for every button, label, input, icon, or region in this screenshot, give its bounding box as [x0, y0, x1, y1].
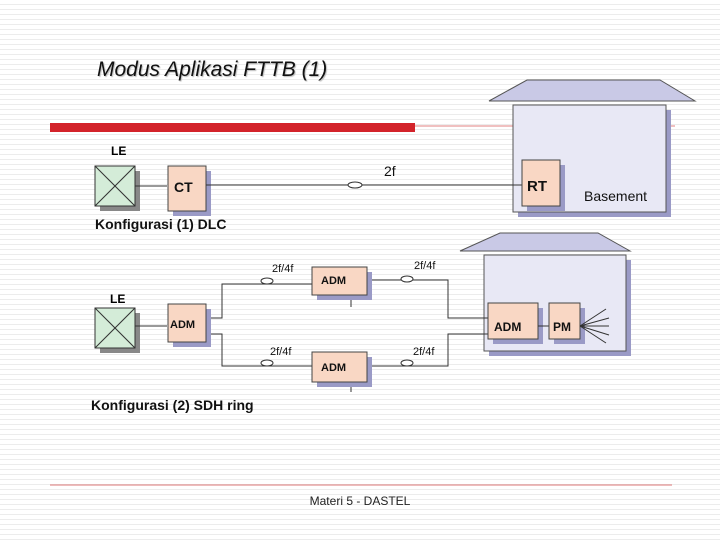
accent-bar [50, 123, 415, 132]
adm-node-bottom: ADM [311, 351, 372, 387]
pm-node: PM [548, 302, 585, 344]
adm-bottom-label: ADM [321, 362, 346, 374]
caption-config-1: Konfigurasi (1) DLC [95, 216, 226, 232]
slide-title: Modus Aplikasi FTTB (1) [97, 58, 328, 81]
link-label-top-left: 2f/4f [272, 263, 294, 275]
adm-node-top: ADM [311, 266, 372, 300]
fanout-lines [579, 308, 610, 344]
splice-icon [347, 181, 363, 189]
link-label-top-right: 2f/4f [414, 260, 436, 272]
rt-node: RT [521, 159, 565, 211]
le-node-2 [94, 307, 140, 353]
link-label-2f: 2f [384, 163, 396, 179]
roof-1 [488, 79, 697, 102]
adm-left-label: ADM [170, 319, 195, 331]
link-label-bottom-right: 2f/4f [413, 346, 435, 358]
building-2 [459, 232, 632, 356]
adm-top-label: ADM [321, 275, 346, 287]
link-label-bottom-left: 2f/4f [270, 346, 292, 358]
ct-node: CT [167, 165, 211, 216]
pm-label: PM [553, 320, 571, 334]
footer-text: Materi 5 - DASTEL [309, 494, 411, 508]
splice-icon [400, 359, 414, 367]
adm-node-left: ADM [167, 303, 211, 347]
adm-building-label: ADM [494, 320, 521, 334]
le-label-1: LE [111, 144, 126, 158]
basement-label: Basement [584, 188, 647, 204]
caption-config-2: Konfigurasi (2) SDH ring [91, 397, 254, 413]
rt-label: RT [527, 178, 547, 195]
le-node-1 [94, 165, 140, 211]
roof-2 [459, 232, 632, 252]
splice-icon [260, 277, 274, 285]
ct-label: CT [174, 179, 193, 195]
le-label-2: LE [110, 292, 125, 306]
splice-icon [400, 275, 414, 283]
adm-node-building: ADM [487, 302, 543, 344]
splice-icon [260, 359, 274, 367]
